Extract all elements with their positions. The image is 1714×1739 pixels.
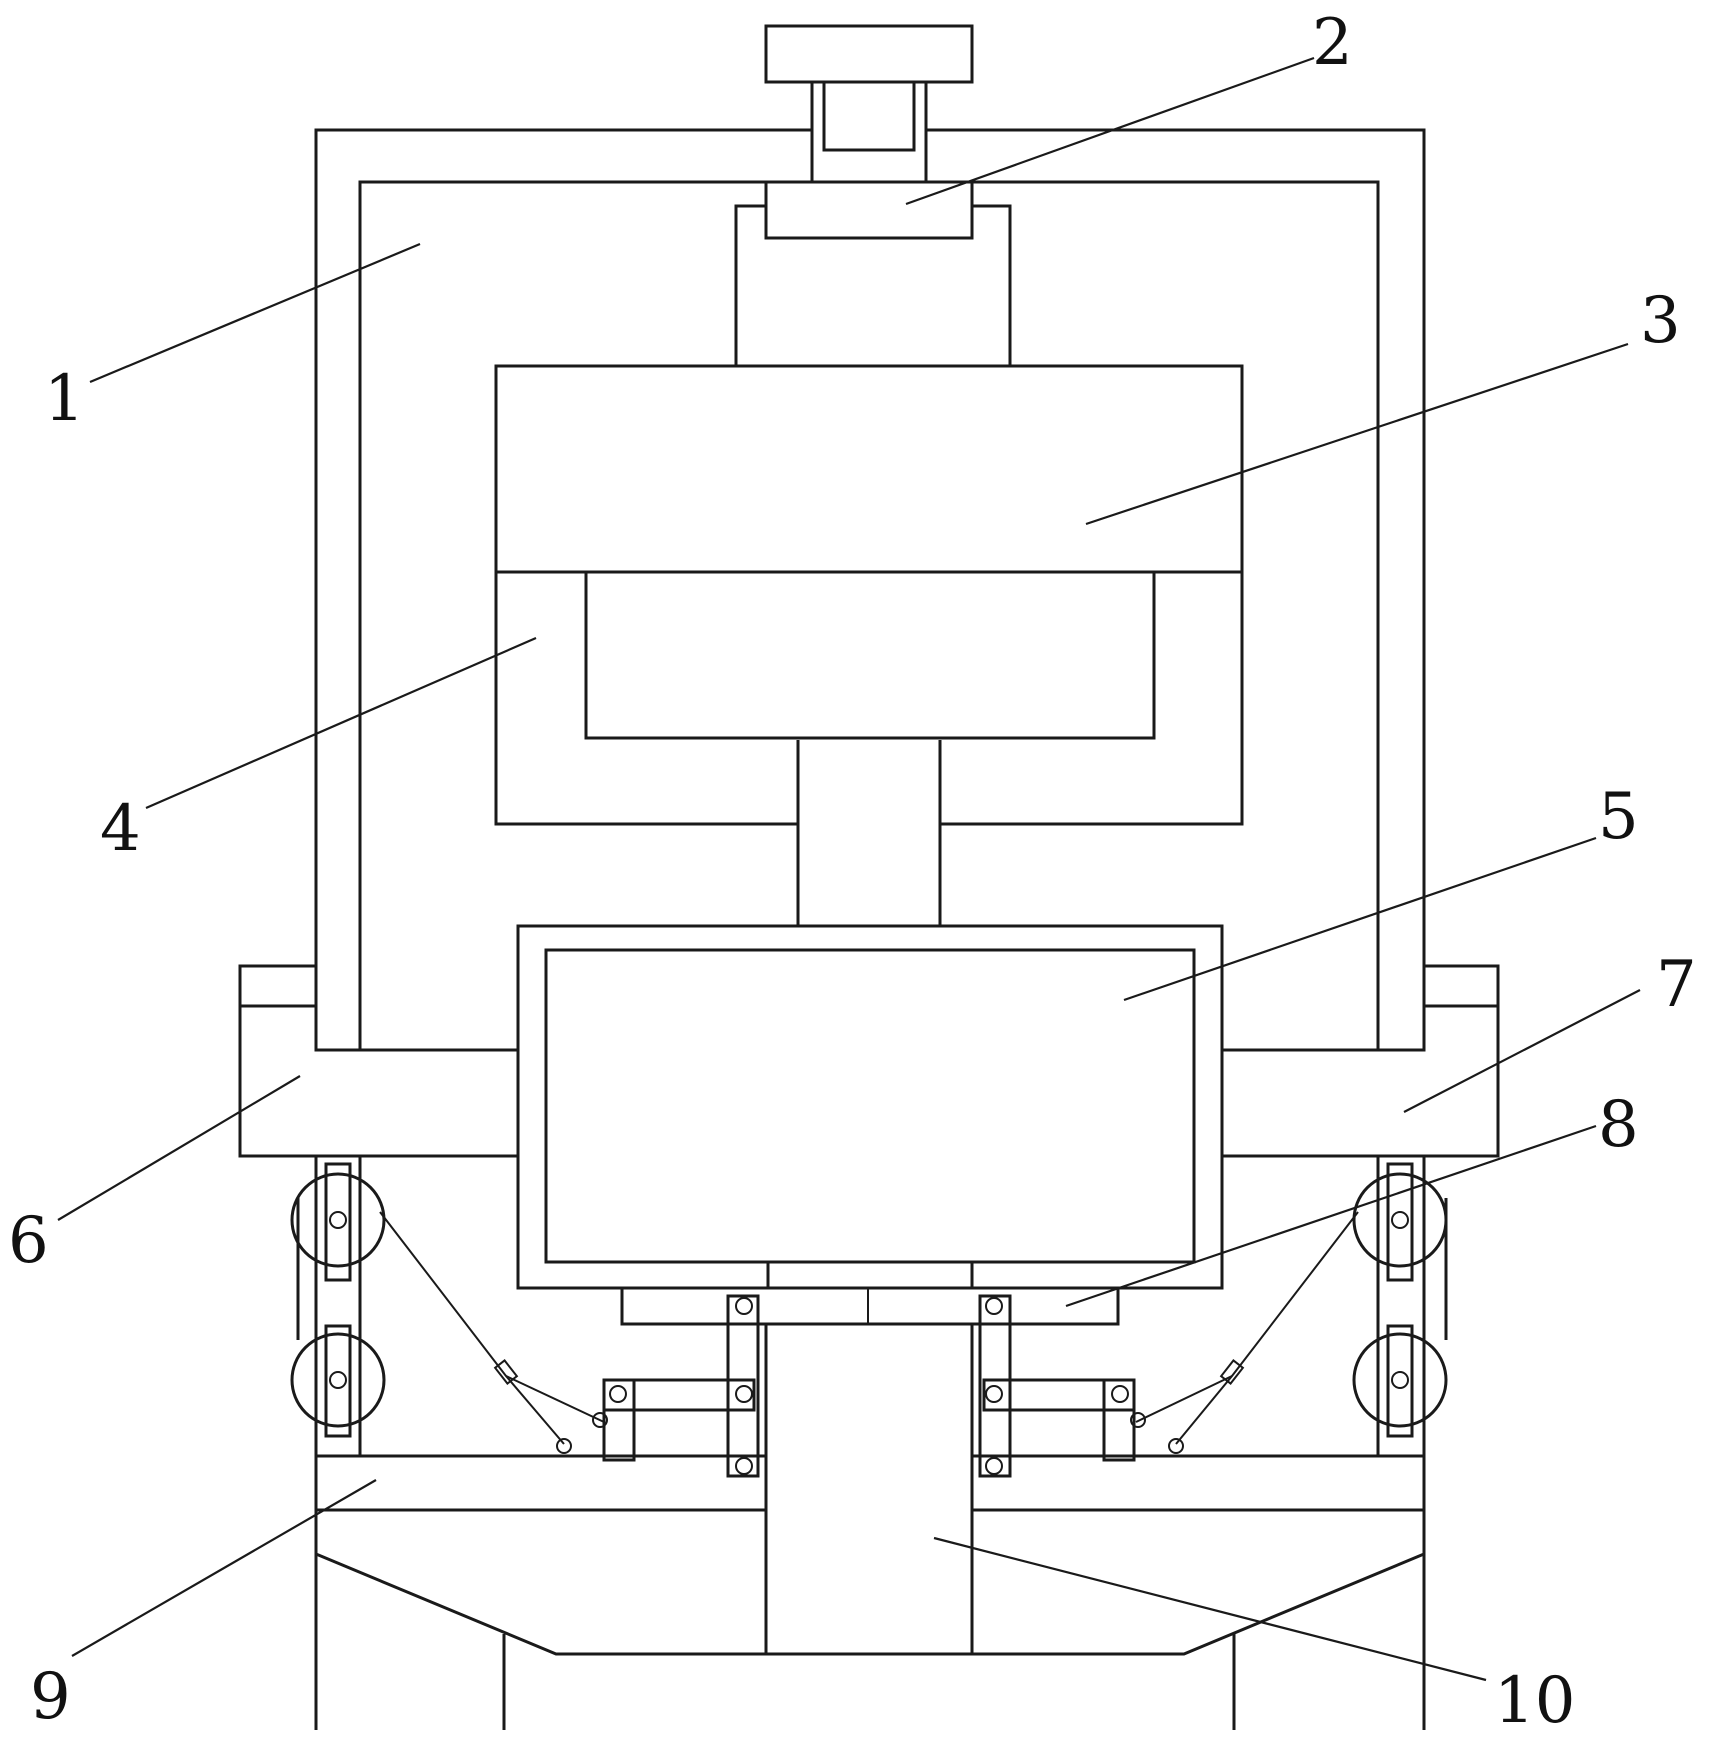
right-pulley-bracket-top xyxy=(1386,1162,1414,1282)
leader-10 xyxy=(933,1536,1487,1682)
upper-mold-body xyxy=(494,570,1244,928)
leader-2 xyxy=(905,56,1315,206)
left-cable-clip xyxy=(493,1359,519,1385)
right-arm-cap xyxy=(1422,964,1500,1008)
frame-outer-edge xyxy=(314,128,1426,1050)
frame-inner-edge xyxy=(358,180,1380,1050)
left-link-vertical xyxy=(602,1378,636,1462)
upper-mold-stem-line xyxy=(796,740,942,824)
stem-sleeve xyxy=(810,80,928,184)
nut-block xyxy=(764,180,974,240)
label-5: 5 xyxy=(1598,780,1639,854)
label-6: 6 xyxy=(8,1204,49,1278)
left-arm xyxy=(238,1004,520,1158)
leader-7 xyxy=(1403,989,1641,1113)
bottom-base xyxy=(314,1510,1426,1730)
right-cable-branch xyxy=(1135,1375,1233,1423)
left-arm-cap xyxy=(238,964,318,1008)
right-cable-clip xyxy=(1219,1359,1245,1385)
knob-stem xyxy=(822,80,916,152)
right-cable xyxy=(1175,1211,1359,1445)
upper-mold xyxy=(494,570,1244,928)
left-cable-branch xyxy=(505,1375,605,1423)
knob-cap xyxy=(764,24,974,84)
left-linkage xyxy=(592,1294,760,1478)
left-pulley-axle-top xyxy=(329,1211,347,1229)
right-linkage xyxy=(978,1294,1146,1478)
press-rod xyxy=(734,204,1012,366)
label-2: 2 xyxy=(1312,6,1353,80)
right-arm xyxy=(1220,1004,1500,1158)
left-pin-e xyxy=(592,1412,608,1428)
leader-3 xyxy=(1085,342,1629,526)
right-pulley-bracket-bottom xyxy=(1386,1324,1414,1438)
left-pulley-bracket-top xyxy=(324,1162,352,1282)
left-pulley-assembly xyxy=(290,1162,386,1438)
left-link-horizontal xyxy=(602,1378,756,1412)
upper-mold-cavity xyxy=(584,570,1156,740)
left-cable-anchor xyxy=(556,1438,572,1454)
leader-1 xyxy=(89,242,421,384)
left-pin-c xyxy=(735,1297,753,1315)
center-column xyxy=(764,1322,974,1656)
right-pulley-bottom xyxy=(1352,1332,1448,1428)
die-pad xyxy=(766,1260,974,1290)
right-link-vertical xyxy=(1102,1378,1136,1462)
label-3: 3 xyxy=(1640,284,1681,358)
leader-lines xyxy=(57,56,1641,1682)
left-pulley-top xyxy=(290,1172,386,1268)
right-pin-a xyxy=(1111,1385,1129,1403)
die-base-plate xyxy=(620,1286,1120,1326)
right-pulley-axle-top xyxy=(1391,1211,1409,1229)
label-10: 10 xyxy=(1494,1664,1575,1738)
outer-frame xyxy=(314,128,1426,1050)
left-pulley-bottom xyxy=(290,1332,386,1428)
left-cable xyxy=(379,1211,565,1445)
label-9: 9 xyxy=(30,1660,71,1734)
die-housing xyxy=(516,924,1224,1290)
leader-4 xyxy=(145,636,537,810)
part-labels: 1 2 3 4 5 6 7 8 9 10 xyxy=(8,6,1697,1738)
label-4: 4 xyxy=(100,792,141,866)
label-7: 7 xyxy=(1656,948,1697,1022)
leader-5 xyxy=(1123,836,1597,1002)
top-knob xyxy=(764,24,974,184)
left-leg xyxy=(314,1156,362,1730)
right-pin-e xyxy=(1130,1412,1146,1428)
leader-6 xyxy=(57,1075,301,1221)
right-link-post xyxy=(978,1294,1012,1478)
left-pulley-bracket-bottom xyxy=(324,1324,352,1438)
lower-die-block xyxy=(544,948,1196,1264)
leader-9 xyxy=(71,1479,377,1657)
upper-press-block xyxy=(494,364,1244,574)
right-pulley-axle-bottom xyxy=(1391,1371,1409,1389)
right-base-plate xyxy=(970,1454,1426,1512)
left-pin-b xyxy=(735,1385,753,1403)
leader-8 xyxy=(1065,1124,1597,1308)
label-1: 1 xyxy=(44,362,85,436)
left-pin-d xyxy=(735,1457,753,1475)
label-8: 8 xyxy=(1598,1088,1639,1162)
left-link-post xyxy=(726,1294,760,1478)
right-cable-anchor xyxy=(1168,1438,1184,1454)
right-pulley-assembly xyxy=(1352,1162,1448,1438)
right-pin-b xyxy=(985,1385,1003,1403)
left-pin-a xyxy=(609,1385,627,1403)
right-leg xyxy=(1376,1156,1426,1730)
right-pin-c xyxy=(985,1297,1003,1315)
right-pin-d xyxy=(985,1457,1003,1475)
right-link-horizontal xyxy=(982,1378,1136,1412)
left-pulley-axle-bottom xyxy=(329,1371,347,1389)
left-base-plate xyxy=(314,1454,768,1512)
right-pulley-top xyxy=(1352,1172,1448,1268)
